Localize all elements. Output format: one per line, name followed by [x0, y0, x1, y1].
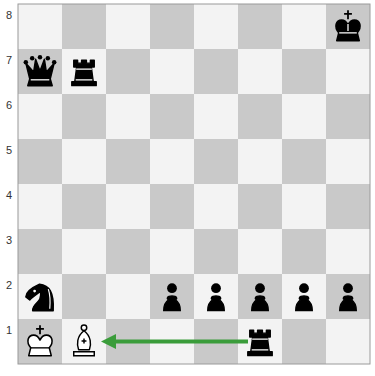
black-knight — [26, 284, 54, 310]
board-squares — [18, 4, 370, 364]
rank-label: 1 — [6, 325, 12, 336]
rank-label: 4 — [6, 190, 12, 201]
black-pawn — [340, 283, 357, 310]
move-arrow — [114, 340, 248, 344]
rank-label: 6 — [6, 100, 12, 111]
rank-label: 2 — [6, 280, 12, 291]
rank-label: 7 — [6, 55, 12, 66]
black-king — [336, 10, 360, 40]
rank-label: 3 — [6, 235, 12, 246]
move-arrowhead — [101, 334, 116, 349]
black-pawn — [208, 283, 225, 310]
rank-label: 5 — [6, 145, 12, 156]
black-queen — [24, 55, 57, 86]
board-border — [18, 4, 370, 364]
white-king — [28, 325, 52, 355]
black-pawn — [296, 283, 313, 310]
black-rook — [248, 330, 272, 355]
black-rook — [72, 60, 96, 85]
black-pawn — [164, 283, 181, 310]
black-pawn — [252, 283, 269, 310]
rank-label: 8 — [6, 10, 12, 21]
white-bishop — [74, 325, 95, 356]
